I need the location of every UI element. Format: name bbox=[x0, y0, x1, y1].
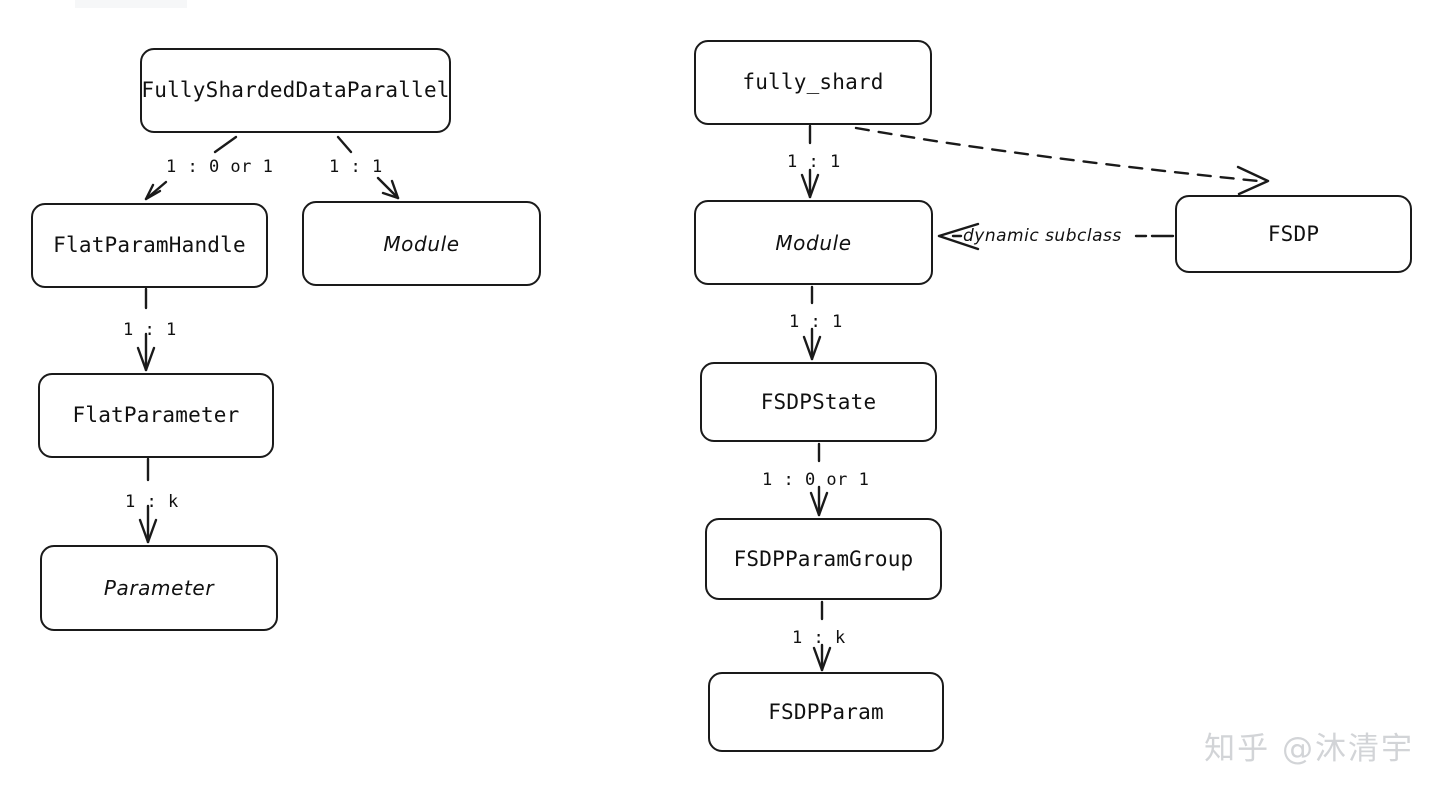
edge-label-fsdp1root-flatparamhandle: 1 : 0 or 1 bbox=[166, 157, 274, 177]
edge-fsdpstate-to-fsdpparamgroup bbox=[809, 442, 829, 517]
edge-fullyshard-to-module bbox=[800, 124, 820, 199]
edge-label-fsdp1root-module: 1 : 1 bbox=[329, 157, 383, 177]
edge-flatparameter-to-parameter bbox=[138, 457, 158, 544]
node-fsdp-state[interactable]: FSDPState bbox=[700, 362, 937, 442]
edge-fsdp1root-to-flatparamhandle bbox=[144, 135, 238, 201]
node-label: Module bbox=[775, 230, 852, 255]
node-fsdp[interactable]: FSDP bbox=[1175, 195, 1412, 273]
edge-label-dynamic-subclass: dynamic subclass bbox=[963, 226, 1122, 246]
node-fully-shard[interactable]: fully_shard bbox=[694, 40, 932, 125]
edge-flatparamhandle-to-flatparameter bbox=[136, 287, 156, 372]
node-module-right[interactable]: Module bbox=[694, 200, 933, 285]
edge-module-to-fsdpstate bbox=[802, 285, 822, 361]
edge-fullyshard-to-fsdp-dashed bbox=[854, 126, 1270, 196]
node-label: FSDPParamGroup bbox=[733, 546, 914, 571]
node-label: FlatParameter bbox=[72, 403, 240, 427]
node-label: FlatParamHandle bbox=[53, 233, 246, 257]
node-label: FSDP bbox=[1267, 221, 1320, 246]
edge-fsdp1root-to-module bbox=[336, 135, 400, 200]
node-label: fully_shard bbox=[742, 70, 884, 94]
node-flat-param-handle[interactable]: FlatParamHandle bbox=[31, 203, 268, 288]
watermark: 知乎 @沐清宇 bbox=[1204, 731, 1414, 767]
node-label: FullyShardedDataParallel bbox=[141, 78, 450, 102]
node-label: Parameter bbox=[103, 576, 215, 600]
node-fully-sharded-data-parallel[interactable]: FullyShardedDataParallel bbox=[140, 48, 451, 133]
node-fsdp-param-group[interactable]: FSDPParamGroup bbox=[705, 518, 942, 600]
node-label: FSDPState bbox=[760, 389, 877, 414]
node-fsdp-param[interactable]: FSDPParam bbox=[708, 672, 944, 752]
edge-label-fullyshard-module: 1 : 1 bbox=[787, 152, 841, 172]
edge-label-flatparamhandle-flatparameter: 1 : 1 bbox=[123, 320, 177, 340]
node-label: Module bbox=[383, 231, 460, 256]
edge-fsdp-to-module-dynamic-subclass bbox=[937, 222, 1175, 251]
edge-label-fsdpparamgroup-fsdpparam: 1 : k bbox=[792, 628, 846, 648]
edge-label-flatparameter-parameter: 1 : k bbox=[125, 492, 179, 512]
edge-label-module-fsdpstate: 1 : 1 bbox=[789, 312, 843, 332]
edge-label-fsdpstate-fsdpparamgroup: 1 : 0 or 1 bbox=[762, 470, 870, 490]
node-module-left[interactable]: Module bbox=[302, 201, 541, 286]
edge-fsdpparamgroup-to-fsdpparam bbox=[812, 600, 832, 672]
node-label: FSDPParam bbox=[768, 699, 884, 724]
node-parameter[interactable]: Parameter bbox=[40, 545, 278, 631]
node-flat-parameter[interactable]: FlatParameter bbox=[38, 373, 274, 458]
